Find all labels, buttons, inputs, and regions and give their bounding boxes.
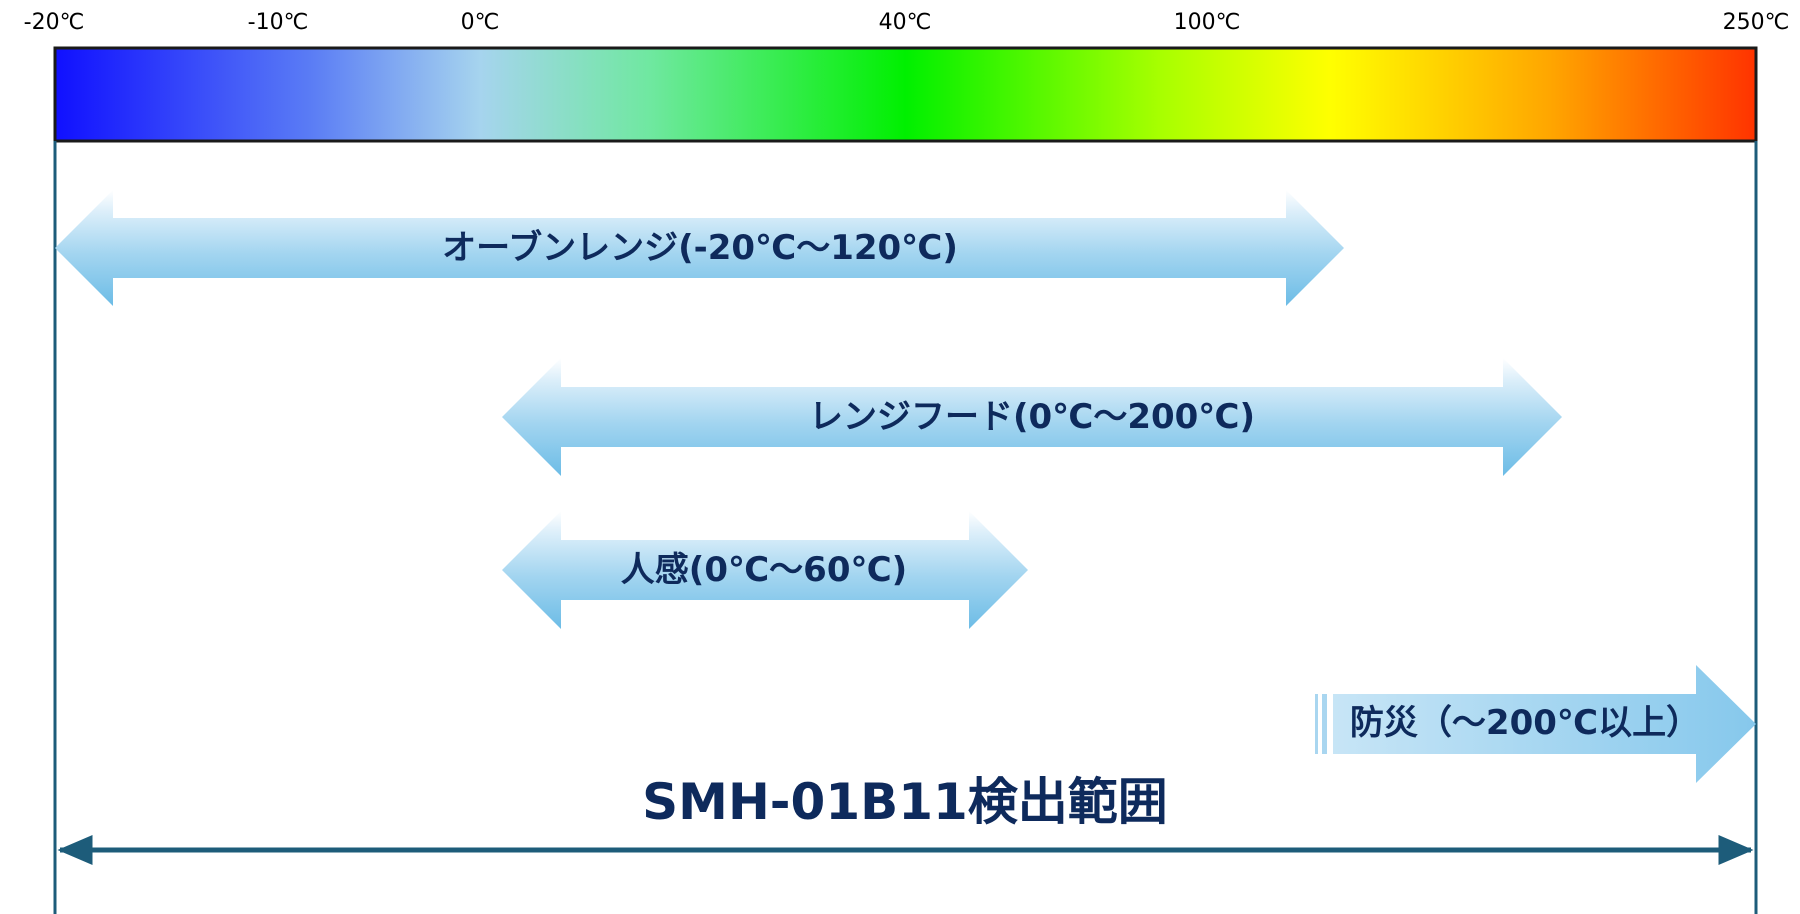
range-hood-arrow: レンジフード(0℃～200℃)	[502, 358, 1562, 476]
oven-range-label: オーブンレンジ(-20℃～120℃)	[442, 228, 958, 268]
tick-label-minus20: -20℃	[24, 10, 85, 35]
oven-range-arrow-shape	[55, 190, 1344, 306]
tick-label-0: 0℃	[461, 10, 500, 35]
tick-label-minus10: -10℃	[248, 10, 309, 35]
detection-range-title: SMH-01B11検出範囲	[642, 773, 1168, 831]
disaster-prevention-arrow: 防災（～200℃以上）	[1315, 665, 1756, 783]
tick-label-40: 40℃	[879, 10, 932, 35]
tick-label-250: 250℃	[1723, 10, 1790, 35]
disaster-prevention-label: 防災（～200℃以上）	[1350, 703, 1700, 743]
disaster-arrow-stripe-2	[1322, 694, 1327, 754]
scale-tick-labels: -20℃ -10℃ 0℃ 40℃ 100℃ 250℃	[24, 10, 1790, 35]
tick-label-100: 100℃	[1174, 10, 1241, 35]
disaster-prevention-arrow-shape	[1333, 665, 1756, 783]
human-sensor-arrow: 人感(0℃～60℃)	[502, 511, 1028, 629]
temperature-gradient-bar	[53, 46, 1758, 143]
oven-range-arrow: オーブンレンジ(-20℃～120℃)	[55, 190, 1344, 306]
range-hood-label: レンジフード(0℃～200℃)	[809, 397, 1255, 437]
disaster-arrow-stripe-1	[1315, 694, 1318, 754]
human-sensor-label: 人感(0℃～60℃)	[621, 550, 907, 590]
human-sensor-arrow-shape	[502, 511, 1028, 629]
range-hood-arrow-shape	[502, 358, 1562, 476]
